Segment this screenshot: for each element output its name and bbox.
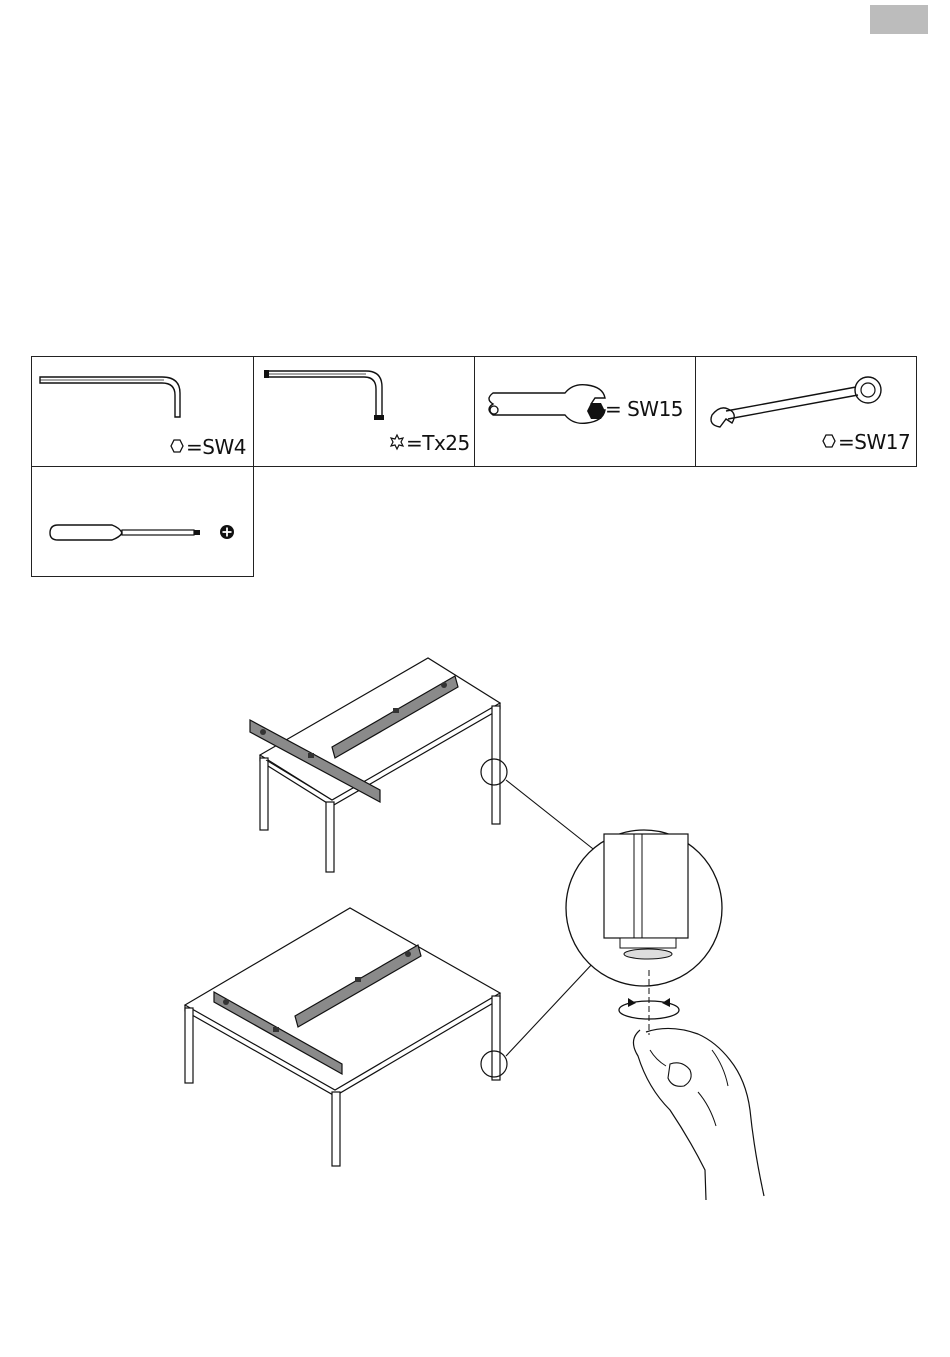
magnifier-detail-icon [566,830,722,986]
leveling-illustration [150,640,810,1210]
page-tab-marker [870,5,928,34]
open-end-wrench-size-label: = SW15 [605,397,683,421]
hex-key-size-label: =SW4 [186,435,246,459]
desk-icon [185,908,500,1166]
tool-cell-hex-key: =SW4 [31,356,254,467]
phillips-head-icon [218,523,236,541]
combination-wrench-size-label: =SW17 [838,430,910,454]
tool-cell-phillips-screwdriver [31,466,254,577]
hexagon-size-icon [819,431,839,451]
tools-grid: =SW4 =Tx25 = SW15 [31,356,917,577]
hexagon-size-icon [167,436,187,456]
desk-icon [260,658,500,872]
torx-star-size-icon [387,432,407,452]
tool-cell-torx-key: =Tx25 [253,356,475,467]
hand-icon [633,1028,764,1200]
tool-cell-open-end-wrench: = SW15 [474,356,696,467]
torx-key-size-label: =Tx25 [406,431,470,455]
tool-cell-combination-wrench: =SW17 [695,356,917,467]
